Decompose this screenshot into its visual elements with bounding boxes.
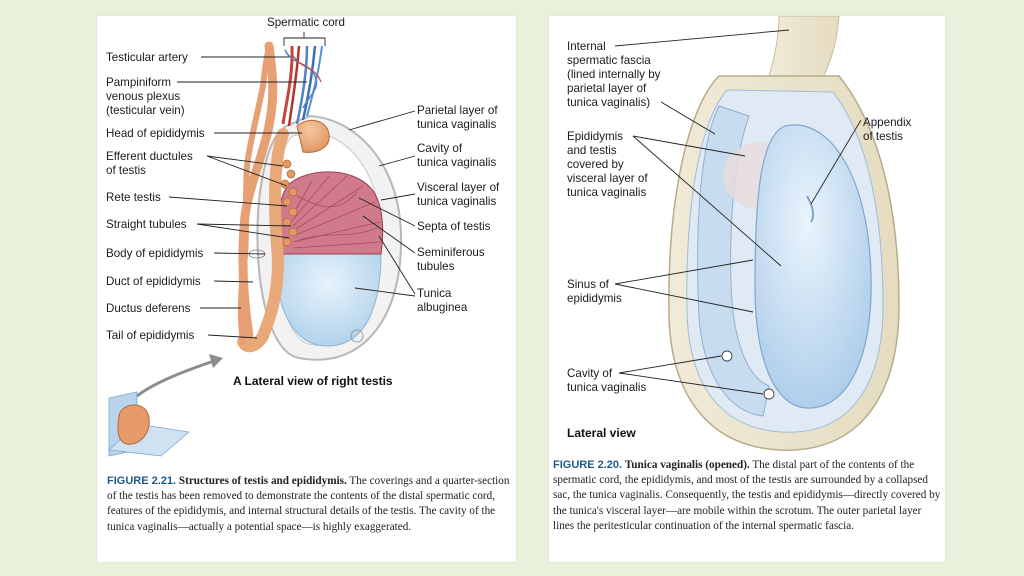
label-cavity-r-2: tunica vaginalis — [567, 381, 646, 394]
label-epi-2: and testis — [567, 144, 617, 157]
label-cavity-2: tunica vaginalis — [417, 156, 496, 169]
right-figure-panel: Internal spermatic fascia (lined interna… — [549, 16, 945, 562]
epididymis-body — [237, 128, 289, 353]
tunica-albuginea-shape — [274, 241, 382, 347]
label-body-epididymis: Body of epididymis — [106, 247, 204, 260]
epididymis-covered — [697, 105, 770, 417]
right-caption-fig-number: FIGURE 2.20. — [553, 459, 623, 471]
label-sinus-2: epididymis — [567, 292, 622, 305]
label-epi-5: tunica vaginalis — [567, 186, 646, 199]
label-internal-4: parietal layer of — [567, 82, 647, 95]
testis-section-diagram: Spermatic cord Testicular artery Pampini… — [106, 16, 500, 457]
tunica-vaginalis-diagram: Internal spermatic fascia (lined interna… — [567, 16, 912, 451]
left-view-title: A Lateral view of right testis — [233, 374, 393, 388]
label-testicular-artery: Testicular artery — [106, 51, 188, 64]
label-appendix-2: of testis — [863, 130, 903, 143]
left-caption-fig-number: FIGURE 2.21. — [107, 475, 177, 487]
cavity-marker-1 — [721, 350, 733, 362]
right-labels: Parietal layer of tunica vaginalis Cavit… — [348, 104, 500, 314]
label-tail-epididymis: Tail of epididymis — [106, 329, 194, 342]
label-head-epididymis: Head of epididymis — [106, 127, 205, 140]
ductus-deferens-shape — [237, 43, 272, 345]
left-caption: FIGURE 2.21. Structures of testis and ep… — [107, 474, 511, 535]
label-internal-2: spermatic fascia — [567, 54, 651, 67]
label-pampiniform-1: Pampiniform — [106, 76, 171, 89]
left-caption-text: The coverings and a quarter-section of t… — [107, 475, 510, 533]
label-cavity-r-1: Cavity of — [567, 367, 613, 380]
appendix-of-testis-shape — [806, 195, 815, 223]
label-efferent-1: Efferent ductules — [106, 150, 193, 163]
right-caption: FIGURE 2.20. Tunica vaginalis (opened). … — [553, 458, 941, 534]
label-internal-1: Internal — [567, 40, 606, 53]
cavity-marker-2 — [763, 388, 775, 400]
label-cavity-1: Cavity of — [417, 142, 463, 155]
label-pampiniform-2: venous plexus — [106, 90, 180, 103]
efferent-ductules-shape — [280, 159, 298, 247]
right-figure-labels: Internal spermatic fascia (lined interna… — [567, 29, 912, 395]
label-straight-tubules: Straight tubules — [106, 218, 187, 231]
label-epi-3: covered by — [567, 158, 624, 171]
label-tunica-alb-2: albuginea — [417, 301, 468, 314]
label-ductus-deferens: Ductus deferens — [106, 302, 191, 315]
left-caption-title: Structures of testis and epididymis. — [178, 475, 347, 487]
label-parietal-1: Parietal layer of — [417, 104, 498, 117]
label-visceral-1: Visceral layer of — [417, 181, 500, 194]
epididymis-head — [296, 119, 330, 153]
label-parietal-2: tunica vaginalis — [417, 118, 496, 131]
label-internal-3: (lined internally by — [567, 68, 661, 81]
label-seminiferous-1: Seminiferous — [417, 246, 485, 259]
label-spermatic-cord: Spermatic cord — [267, 16, 345, 29]
label-septa: Septa of testis — [417, 220, 491, 233]
left-labels: Spermatic cord Testicular artery Pampini… — [106, 16, 345, 342]
label-pampiniform-3: (testicular vein) — [106, 104, 185, 117]
label-visceral-2: tunica vaginalis — [417, 195, 496, 208]
label-duct-epididymis: Duct of epididymis — [106, 275, 201, 288]
right-caption-title: Tunica vaginalis (opened). — [624, 459, 750, 471]
spermatic-cord-bracket — [283, 37, 326, 46]
label-internal-5: tunica vaginalis) — [567, 96, 650, 109]
label-rete-testis: Rete testis — [106, 191, 161, 204]
left-figure-panel: Spermatic cord Testicular artery Pampini… — [97, 16, 516, 562]
right-view-title: Lateral view — [567, 426, 636, 440]
label-appendix-1: Appendix — [863, 116, 912, 129]
label-sinus-1: Sinus of — [567, 278, 610, 291]
label-tunica-alb-1: Tunica — [417, 287, 452, 300]
inset-thumbnail — [108, 354, 223, 457]
label-efferent-2: of testis — [106, 164, 146, 177]
label-epi-1: Epididymis — [567, 130, 623, 143]
label-epi-4: visceral layer of — [567, 172, 648, 185]
label-seminiferous-2: tubules — [417, 260, 455, 273]
testis-covered — [754, 124, 872, 409]
right-caption-text: The distal part of the contents of the s… — [553, 459, 941, 532]
